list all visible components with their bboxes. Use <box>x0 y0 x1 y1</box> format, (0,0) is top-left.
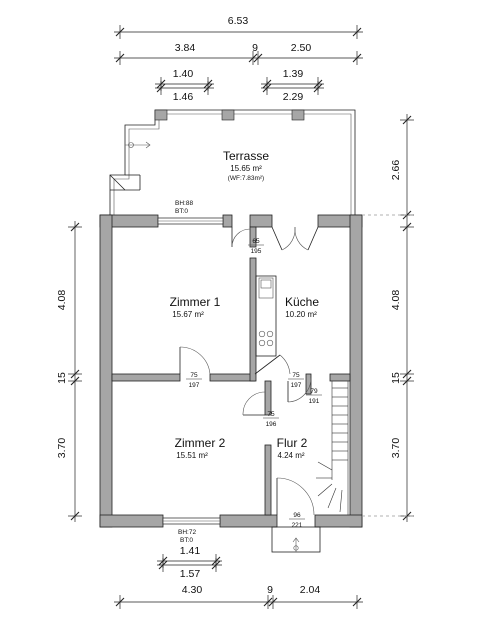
dim-left-tick <box>70 376 80 386</box>
dim-bottom-right: 2.04 <box>300 584 321 596</box>
dim-left-tick <box>70 369 80 379</box>
room-area-kueche: 10.20 m² <box>285 310 317 319</box>
bath-door <box>287 377 312 403</box>
dim-right-tick <box>402 369 412 379</box>
zimmer2-door <box>242 391 266 416</box>
room-name-kueche: Küche <box>285 295 319 309</box>
stair <box>316 381 349 515</box>
dim-top-parts-tick <box>115 53 125 63</box>
room-name-zimmer1: Zimmer 1 <box>170 295 221 309</box>
door-entry-width: 96 <box>293 512 301 519</box>
door-terrace-height: 195 <box>251 248 262 255</box>
dim-top-window-right-lower-tick <box>262 83 272 93</box>
door-tag-kitchen: 75 197 <box>288 372 304 389</box>
dim-right-top: 2.66 <box>390 160 402 181</box>
dim-top-total: 6.53 <box>228 15 249 27</box>
entry-door <box>276 477 315 516</box>
dim-bottom-parts-tick <box>268 597 278 607</box>
room-area-zimmer2: 15.51 m² <box>176 451 208 460</box>
dim-top-window-left-lower-tick <box>203 83 213 93</box>
dim-top-parts-tick <box>248 53 258 63</box>
room-name-terrasse: Terrasse <box>223 149 269 163</box>
door-tag-zimmer1: 75 197 <box>186 372 202 389</box>
dim-top-parts-tick <box>253 53 263 63</box>
dim-top-window-left-lower: 1.46 <box>173 91 194 103</box>
dim-top-right: 2.50 <box>291 42 312 54</box>
room-area-flur2: 4.24 m² <box>277 451 304 460</box>
dim-top-window-left-upper: 1.40 <box>173 68 194 80</box>
dim-bottom-window-upper: 1.41 <box>180 545 201 557</box>
window-top <box>157 217 224 225</box>
window-bottom-bh: BH:72 <box>178 529 196 536</box>
door-zimmer1-height: 197 <box>189 382 200 389</box>
door-zimmer2-height: 196 <box>266 421 277 428</box>
kitchen-terrace-double-door <box>271 226 319 251</box>
dim-left-upper: 4.08 <box>56 290 68 311</box>
dim-top-mid: 9 <box>252 42 258 54</box>
room-area-terrasse: 15.65 m² <box>230 164 262 173</box>
window-bottom-bt: BT:0 <box>180 537 193 544</box>
room-area-zimmer1: 15.67 m² <box>172 310 204 319</box>
door-kitchen-width: 75 <box>292 372 300 379</box>
door-bath-width: 79 <box>310 388 318 395</box>
dim-right-top-tick <box>402 115 412 125</box>
terrace-door <box>231 227 251 248</box>
stair-winder <box>327 487 337 509</box>
stair-winder <box>317 483 333 497</box>
dim-bottom-parts-tick <box>263 597 273 607</box>
terrace-outline <box>109 109 356 215</box>
dim-top-total-tick <box>352 27 362 37</box>
window-top-bt: BT:0 <box>175 208 188 215</box>
room-name-zimmer2: Zimmer 2 <box>175 436 226 450</box>
walls <box>99 214 363 528</box>
dim-bottom-window-lower-tick <box>211 560 221 570</box>
entry-step <box>271 526 321 553</box>
dim-left-tick <box>70 511 80 521</box>
door-tag-terrace: 65 195 <box>248 238 264 255</box>
dim-bottom-mid: 9 <box>267 584 273 596</box>
kitchen-counter <box>255 275 277 357</box>
zimmer1-door <box>179 346 211 375</box>
window-top-bh: BH:88 <box>175 200 193 207</box>
stair-winder <box>339 489 343 513</box>
dim-right-tick <box>402 376 412 386</box>
door-entry-height: 221 <box>292 522 303 529</box>
dim-bottom-left: 4.30 <box>182 584 203 596</box>
dim-top-window-right-lower: 2.29 <box>283 91 304 103</box>
dim-right-tick <box>402 222 412 232</box>
door-zimmer1-width: 75 <box>190 372 198 379</box>
door-zimmer2-width: 75 <box>267 411 275 418</box>
window-bottom <box>162 517 221 525</box>
door-terrace-width: 65 <box>252 238 260 245</box>
dimension-lines <box>68 25 414 609</box>
door-kitchen-height: 197 <box>291 382 302 389</box>
room-name-flur2: Flur 2 <box>277 436 308 450</box>
dim-left-tick <box>70 222 80 232</box>
dim-bottom-parts-tick <box>115 597 125 607</box>
dim-bottom-window-lower: 1.57 <box>180 568 201 580</box>
dim-top-parts-tick <box>352 53 362 63</box>
dim-top-window-left-lower-tick <box>156 83 166 93</box>
dim-bottom-window-lower-tick <box>158 560 168 570</box>
door-tag-bath: 79 191 <box>306 388 322 405</box>
dim-top-total-tick <box>115 27 125 37</box>
dim-right-upper: 4.08 <box>390 290 402 311</box>
door-tag-zimmer2: 75 196 <box>263 411 279 428</box>
dim-bottom-parts-tick <box>352 597 362 607</box>
stair-winder <box>317 461 333 471</box>
kitchen-door <box>254 354 291 375</box>
dim-left-lower: 3.70 <box>56 438 68 459</box>
dim-top-window-right-upper: 1.39 <box>283 68 304 80</box>
dim-left-mid: 15 <box>56 372 68 384</box>
dim-right-mid: 15 <box>390 372 402 384</box>
dim-top-left: 3.84 <box>175 42 196 54</box>
door-bath-height: 191 <box>309 398 320 405</box>
dim-right-lower: 3.70 <box>390 438 402 459</box>
door-tag-entry: 96 221 <box>289 512 305 529</box>
dim-top-window-right-lower-tick <box>313 83 323 93</box>
room-note-terrasse: (WF:7.83m²) <box>228 175 264 182</box>
